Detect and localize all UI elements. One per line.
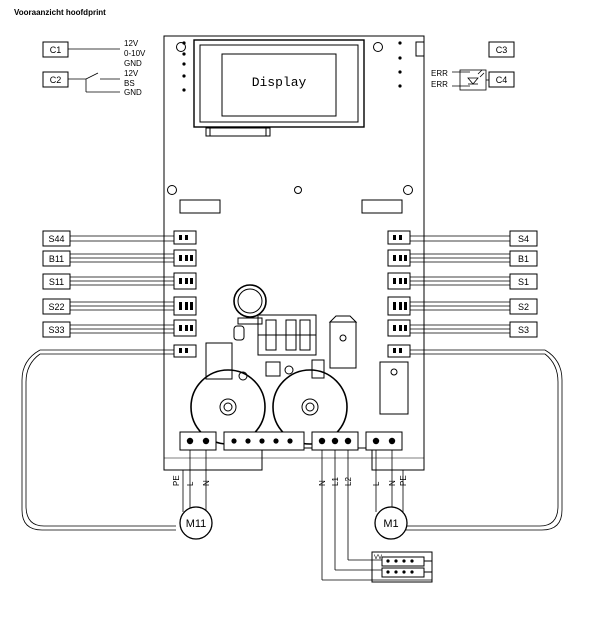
vv-label: VV: [374, 555, 382, 561]
pcb-components: [190, 284, 409, 445]
c4-led-symbol: [452, 69, 489, 91]
right-cable-loop: [400, 349, 563, 531]
right-box-c4: C4: [496, 75, 508, 85]
m1-label: M1: [383, 518, 398, 530]
c1-pin-1: 12V: [124, 39, 139, 48]
vv-pins: [386, 559, 414, 574]
vv-module: [371, 551, 433, 583]
left-label-boxes: [42, 41, 71, 338]
motor-m1: [374, 506, 408, 540]
m11-pin-l: L: [186, 481, 195, 486]
right-sensor-wires: [410, 235, 545, 355]
right-box-s3: S3: [518, 325, 529, 335]
m11-pin-pe: PE: [172, 475, 181, 486]
right-box-s4: S4: [518, 234, 529, 244]
mains-pin-n: N: [318, 480, 327, 486]
err-pin-2: ERR: [431, 80, 448, 89]
right-box-c3: C3: [496, 45, 508, 55]
top-right-connector-pins: [398, 41, 402, 88]
c1-c2-wiring: [68, 48, 120, 93]
c2-pin-1: 12V: [124, 69, 139, 78]
right-box-b1: B1: [518, 254, 529, 264]
m1-pin-l: L: [372, 481, 381, 486]
terminal-screws: [186, 437, 396, 445]
err-pin-1: ERR: [431, 69, 448, 78]
right-sensor-connectors: [387, 230, 411, 358]
right-box-s1: S1: [518, 277, 529, 287]
m1-pin-pe: PE: [399, 475, 408, 486]
left-cable-loop: [21, 349, 176, 531]
left-box-s11: S11: [49, 277, 64, 287]
right-box-s2: S2: [518, 302, 529, 312]
top-left-connector-pins: [182, 41, 186, 92]
left-box-b11: B11: [49, 254, 64, 264]
diagram-title: Vooraanzicht hoofdprint: [14, 8, 106, 17]
left-sensor-connectors: [173, 230, 197, 358]
m1-pin-n: N: [388, 480, 397, 486]
main-pcb: [163, 35, 425, 471]
c1-pin-3: GND: [124, 59, 142, 68]
motor-wiring: [182, 450, 432, 581]
c2-pin-2: BS: [124, 79, 135, 88]
display-label: Display: [252, 75, 307, 90]
left-box-s44: S44: [48, 234, 64, 244]
left-box-c2: C2: [50, 75, 62, 85]
c2-pin-3: GND: [124, 88, 142, 97]
mains-pin-l2: L2: [344, 477, 353, 486]
right-label-boxes: [488, 41, 538, 338]
left-sensor-wires: [40, 235, 174, 355]
left-box-s33: S33: [48, 325, 64, 335]
display-module: [193, 39, 365, 137]
left-box-c1: C1: [50, 45, 62, 55]
m11-pin-n: N: [202, 480, 211, 486]
mains-pin-l1: L1: [331, 477, 340, 486]
motor-m11: [179, 506, 213, 540]
m11-label: M11: [186, 518, 207, 530]
connector-pin-marks: [179, 235, 407, 353]
c1-pin-2: 0-10V: [124, 49, 146, 58]
left-box-s22: S22: [48, 302, 64, 312]
